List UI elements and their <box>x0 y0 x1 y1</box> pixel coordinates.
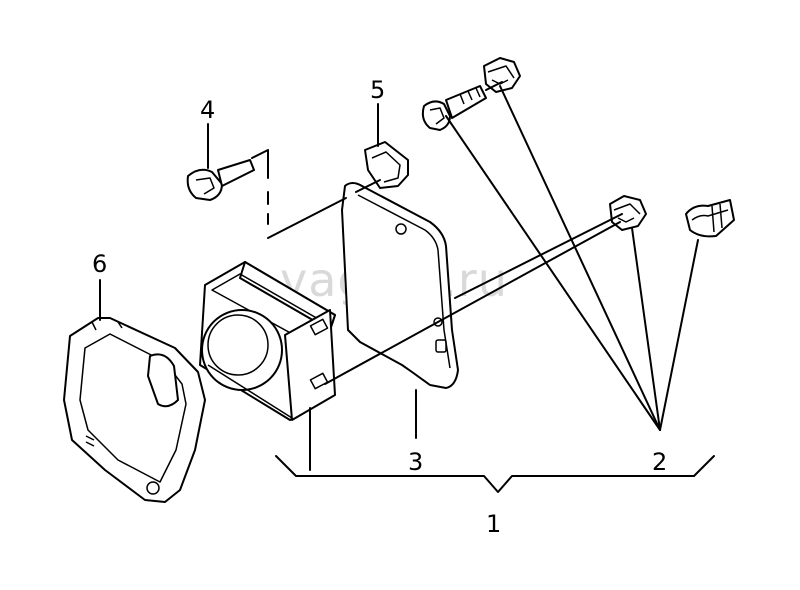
part-6-mounting-frame <box>63 317 206 503</box>
callout-5: 5 <box>370 76 385 104</box>
bracket-plate <box>341 182 459 389</box>
part-2-spreader-nut <box>685 199 735 238</box>
assembly-lines <box>251 81 623 385</box>
callout-6: 6 <box>92 250 107 278</box>
part-4-small-bolt <box>186 159 255 201</box>
callout-4: 4 <box>200 96 215 124</box>
callout-1: 1 <box>486 510 501 538</box>
part-2-flange-nut-top <box>483 57 521 93</box>
part-5-clip-nut <box>364 141 409 189</box>
callout-3: 3 <box>408 448 423 476</box>
part-long-bolt <box>421 85 487 131</box>
part-3-sensor-unit <box>199 261 336 421</box>
leader-lines <box>99 85 715 493</box>
callout-2: 2 <box>652 448 667 476</box>
